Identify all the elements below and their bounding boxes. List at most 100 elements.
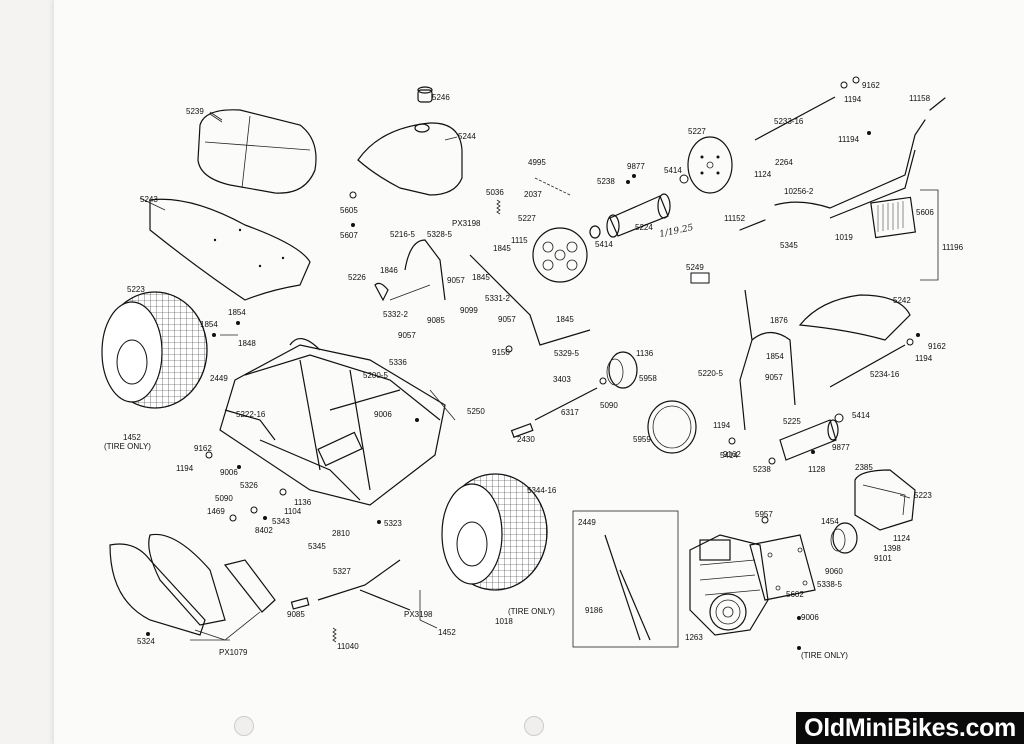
part-label: (TIRE ONLY) — [104, 442, 151, 451]
part-label: 1124 — [893, 534, 911, 543]
part-label: 2385 — [855, 463, 873, 472]
gas-tank-part — [357, 86, 463, 196]
part-label: 5605 — [340, 206, 358, 215]
part-label: 9162 — [862, 81, 880, 90]
jackshaft-part — [510, 387, 598, 438]
part-label: 1194 — [915, 354, 933, 363]
part-label: 1848 — [238, 339, 256, 348]
part-label: 5250 — [467, 407, 485, 416]
part-number-labels: 5239 5246 5244 5243 5605 5607 4995 2037 … — [104, 81, 964, 660]
part-label: 5216-5 — [390, 230, 415, 239]
part-label: 5345 — [308, 542, 326, 551]
part-label: 1469 — [207, 507, 225, 516]
part-label: 9057 — [447, 276, 465, 285]
seat-part — [197, 109, 317, 194]
part-label: 9057 — [398, 331, 416, 340]
part-label: 5233-16 — [774, 117, 804, 126]
part-label: 8402 — [255, 526, 273, 535]
part-label: 5343 — [272, 517, 290, 526]
rear-fender-part — [149, 198, 311, 301]
part-label: 5329-5 — [554, 349, 579, 358]
part-label: 5223 — [127, 285, 145, 294]
part-label: 5227 — [688, 127, 706, 136]
part-label: 5200-5 — [363, 371, 388, 380]
part-label: 5227 — [518, 214, 536, 223]
part-label: 2449 — [210, 374, 228, 383]
part-label: PX3198 — [404, 610, 433, 619]
part-label: 5959 — [633, 435, 651, 444]
part-label: 1854 — [766, 352, 784, 361]
fork-part — [739, 289, 906, 431]
part-label: 9085 — [287, 610, 305, 619]
front-fender-part — [798, 294, 911, 341]
part-label: 2264 — [775, 158, 793, 167]
part-label: 2449 — [578, 518, 596, 527]
clutch-part — [830, 522, 858, 554]
part-label: 1104 — [284, 507, 302, 516]
part-label: 1018 — [495, 617, 513, 626]
part-label: 1124 — [754, 170, 772, 179]
part-label: 5607 — [340, 231, 358, 240]
part-label: 5414 — [720, 451, 738, 460]
part-label: 11040 — [337, 642, 359, 651]
part-label: 4995 — [528, 158, 546, 167]
part-label: 10256-2 — [784, 187, 814, 196]
brake-linkage-part — [374, 239, 591, 346]
part-label: 9162 — [723, 450, 741, 459]
part-label: 9006 — [374, 410, 392, 419]
part-label: 9060 — [825, 567, 843, 576]
part-label: 5238 — [753, 465, 771, 474]
part-label: 5243 — [140, 195, 158, 204]
part-label: 11196 — [942, 243, 964, 252]
part-label: 5036 — [486, 188, 504, 197]
engine-inset-box — [572, 510, 679, 648]
part-label: PX3198 — [452, 219, 481, 228]
part-label: 1452 — [123, 433, 141, 442]
front-hub-part — [779, 419, 839, 461]
binder-hole — [524, 716, 544, 736]
fastener-hardware — [146, 76, 920, 650]
part-label: 2037 — [524, 190, 542, 199]
belt-guard-part — [854, 469, 916, 531]
axle-hub-part — [589, 193, 671, 239]
part-label: 1876 — [770, 316, 788, 325]
part-label: 11152 — [724, 214, 746, 223]
part-label: 5249 — [686, 263, 704, 272]
part-label: 5239 — [186, 107, 204, 116]
frame-part — [219, 338, 446, 506]
spring-part — [332, 199, 501, 643]
engine-plate-part — [749, 534, 816, 601]
part-label: 5958 — [639, 374, 657, 383]
part-label: 1854 — [228, 308, 246, 317]
part-label: 5090 — [215, 494, 233, 503]
part-label: 5326 — [240, 481, 258, 490]
part-label: 5238 — [597, 177, 615, 186]
part-label: 11194 — [838, 135, 860, 144]
part-label: 9006 — [220, 468, 238, 477]
part-label: 9150 — [492, 348, 510, 357]
engine-part — [689, 534, 769, 636]
part-label: 1194 — [713, 421, 731, 430]
part-label: 5244 — [458, 132, 476, 141]
site-watermark: OldMiniBikes.com — [796, 712, 1024, 744]
part-label: 9162 — [194, 444, 212, 453]
part-label: 9162 — [928, 342, 946, 351]
part-label: 5414 — [595, 240, 613, 249]
pulley-part — [606, 351, 638, 389]
part-label: 5338-5 — [817, 580, 842, 589]
part-label: 1128 — [808, 465, 826, 474]
part-label: 5332-2 — [383, 310, 408, 319]
paper-sheet — [54, 0, 1024, 744]
part-label: 5090 — [600, 401, 618, 410]
part-label: 1115 — [511, 236, 528, 245]
part-label: 5246 — [432, 93, 450, 102]
part-label: 5234-16 — [870, 370, 900, 379]
part-label: 1136 — [636, 349, 654, 358]
belt-part — [647, 400, 697, 454]
part-label: 9085 — [427, 316, 445, 325]
part-label: 5336 — [389, 358, 407, 367]
part-label: 2430 — [517, 435, 535, 444]
part-label: 5327 — [333, 567, 351, 576]
part-label: 5606 — [916, 208, 934, 217]
